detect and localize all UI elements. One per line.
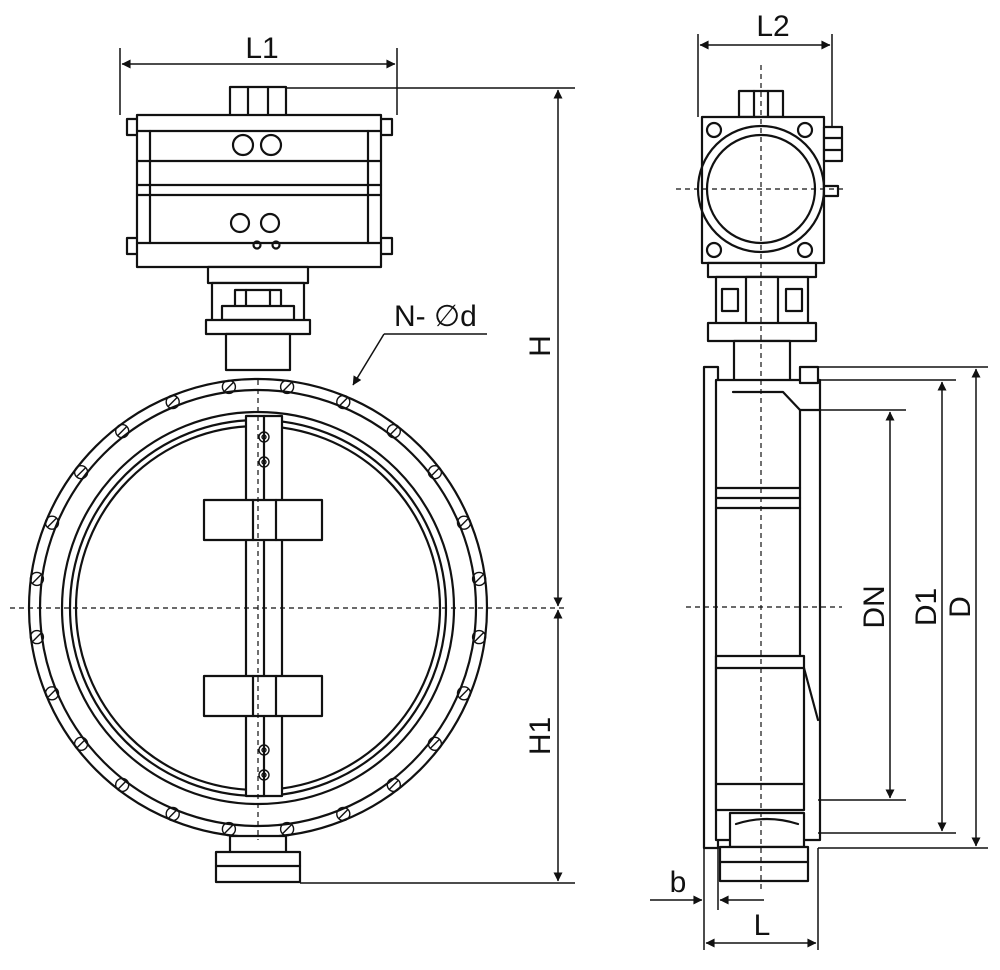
bolt-hole <box>29 629 45 645</box>
l-label: L <box>754 909 771 942</box>
bolt-hole <box>114 777 130 793</box>
bolt-hole <box>471 629 487 645</box>
diameter-dimensions: DN D1 D <box>818 366 988 849</box>
b-label: b <box>670 866 687 899</box>
bolt-hole <box>73 465 89 480</box>
pneumatic-actuator <box>125 85 394 269</box>
flange-bolt-holes <box>29 379 487 837</box>
bolt-hole <box>386 423 401 439</box>
l1-label: L1 <box>245 32 278 65</box>
side-bracket <box>706 261 818 383</box>
h-dimensions: H H1 <box>286 87 575 884</box>
n-phi-d-label: N- ∅d <box>394 300 477 333</box>
bolt-hole <box>427 736 443 751</box>
bolt-hole <box>165 806 180 822</box>
bolt-hole <box>427 465 443 480</box>
bolt-hole <box>29 571 45 587</box>
bolt-hole <box>73 736 89 751</box>
b-dimension: b <box>650 848 764 950</box>
bolt-hole <box>114 423 130 439</box>
side-actuator <box>696 89 844 265</box>
l2-dimension: L2 <box>697 10 833 127</box>
bottom-boss <box>214 834 302 884</box>
bolt-hole <box>165 394 180 410</box>
l1-dimension: L1 <box>119 32 398 115</box>
bolt-hole <box>221 821 237 837</box>
d1-label: D1 <box>910 588 943 626</box>
bolt-hole <box>456 686 472 701</box>
mounting-bracket <box>204 265 312 372</box>
bolt-hole <box>44 515 60 530</box>
bolt-hole-callout: N- ∅d <box>352 300 487 386</box>
h-label: H <box>524 335 557 357</box>
bolt-hole <box>279 379 295 395</box>
valve-disc <box>202 414 324 798</box>
l2-label: L2 <box>756 10 789 43</box>
d-label: D <box>944 596 977 618</box>
bolt-hole <box>456 515 472 530</box>
side-view: L2 DN D1 D b L <box>650 10 988 950</box>
l-dimension: L <box>705 848 819 950</box>
front-view: L1 H H1 N- ∅d <box>10 32 575 884</box>
bolt-hole <box>44 686 60 701</box>
side-valve-body <box>702 365 822 883</box>
bolt-hole <box>279 821 295 837</box>
bolt-hole <box>471 571 487 587</box>
bolt-hole <box>386 777 401 793</box>
bolt-hole <box>336 806 351 822</box>
dn-label: DN <box>858 585 891 628</box>
bolt-hole <box>221 379 237 395</box>
bolt-hole <box>336 394 351 410</box>
h1-label: H1 <box>524 717 557 755</box>
